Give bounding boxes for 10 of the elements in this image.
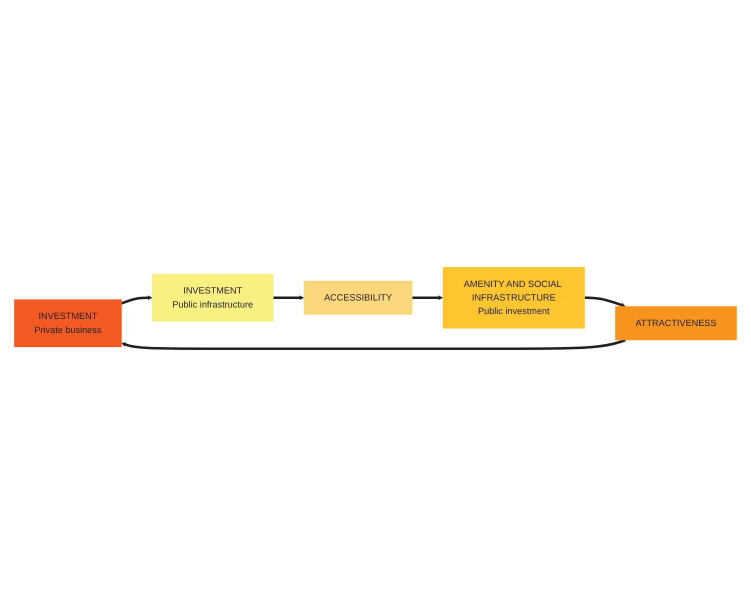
arrow bbox=[121, 295, 152, 304]
node-box: AMENITY AND SOCIAL INFRASTRUCTURE Public investment bbox=[442, 266, 585, 328]
node-box: INVESTMENT Private business bbox=[14, 299, 122, 347]
node-box: INVESTMENT Public infrastructure bbox=[152, 274, 274, 322]
arrow bbox=[584, 296, 626, 307]
node-box: ACCESSIBILITY bbox=[304, 280, 412, 314]
arrow bbox=[273, 295, 304, 300]
arrow bbox=[412, 295, 444, 300]
node-box: ATTRACTIVENESS bbox=[615, 306, 737, 340]
arrow bbox=[122, 338, 626, 350]
